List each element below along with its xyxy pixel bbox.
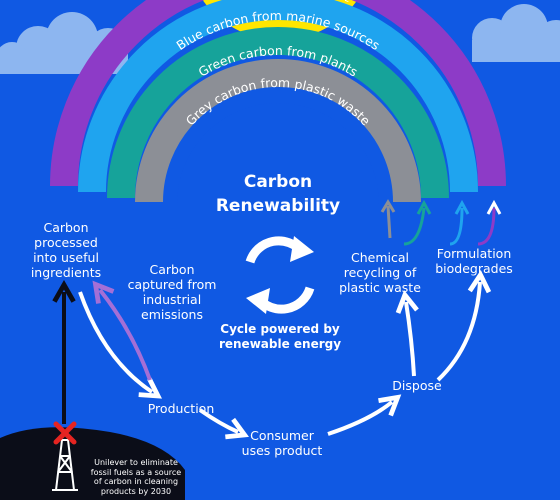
node-carbon-captured: Carbon captured from industrial emission… (124, 262, 220, 322)
node-text: Production (147, 401, 215, 416)
arrow-to-blue-band (449, 207, 464, 246)
rainbow-band-purple (50, 0, 506, 187)
arrow-to-purple-band (477, 207, 496, 246)
diagram-title: Carbon Renewability (213, 170, 343, 218)
rainbow-band-blue (78, 0, 478, 193)
node-text: plastic waste (339, 280, 421, 295)
rainbow-band-grey (135, 59, 421, 203)
node-text: emissions (141, 307, 203, 322)
node-dispose: Dispose (382, 378, 452, 393)
hill (0, 427, 185, 500)
cycle-caption-line-2: renewable energy (218, 337, 342, 351)
node-text: Consumer (250, 428, 314, 443)
note-line: of carbon in cleaning (93, 477, 179, 486)
node-text: captured from (127, 277, 217, 292)
arrow-consumer-to-dispose (327, 394, 402, 436)
arrow-production-to-captured (92, 280, 152, 381)
node-text: Formulation (436, 246, 512, 261)
node-text: Carbon (43, 220, 89, 235)
node-carbon-processed: Carbon processed into useful ingredients (26, 220, 106, 280)
node-consumer: Consumer uses product (232, 428, 332, 458)
cycle-caption: Cycle powered by renewable energy (205, 322, 355, 352)
arrow-production-to-consumer (198, 408, 249, 440)
arrow-to-grey-band (386, 205, 392, 239)
node-text: ingredients (30, 265, 102, 280)
node-formulation: Formulation biodegrades (424, 246, 524, 276)
arrow-dispose-to-recycling (395, 290, 419, 377)
node-text: into useful (33, 250, 99, 265)
node-text: recycling of (343, 265, 417, 280)
node-chemical-recycling: Chemical recycling of plastic waste (330, 250, 430, 295)
oil-derrick-icon (52, 439, 78, 491)
title-line-1: Carbon (243, 172, 313, 192)
arrow-dispose-to-biodegrades (436, 269, 492, 382)
rainbow-band-green (107, 27, 449, 199)
arrow-ingredients-to-production (78, 291, 163, 399)
note-line: fossil fuels as a source (90, 467, 182, 477)
note-line: products by 2030 (100, 486, 172, 496)
node-text: uses product (241, 443, 323, 458)
arrow-to-green-band (403, 207, 426, 246)
node-text: Carbon (149, 262, 195, 277)
cloud-right (472, 4, 560, 62)
red-x-icon (53, 421, 77, 445)
node-production: Production (136, 401, 226, 416)
title-line-2: Renewability (215, 196, 341, 216)
cycle-caption-line-1: Cycle powered by (220, 322, 340, 336)
node-text: Chemical (351, 250, 409, 265)
fossil-fuel-note: Unilever to eliminate fossil fuels as a … (84, 458, 188, 496)
node-text: processed (34, 235, 98, 250)
node-text: biodegrades (435, 261, 513, 276)
node-text: industrial (142, 292, 202, 307)
note-line: Unilever to eliminate (94, 458, 178, 467)
node-text: Dispose (392, 378, 442, 393)
